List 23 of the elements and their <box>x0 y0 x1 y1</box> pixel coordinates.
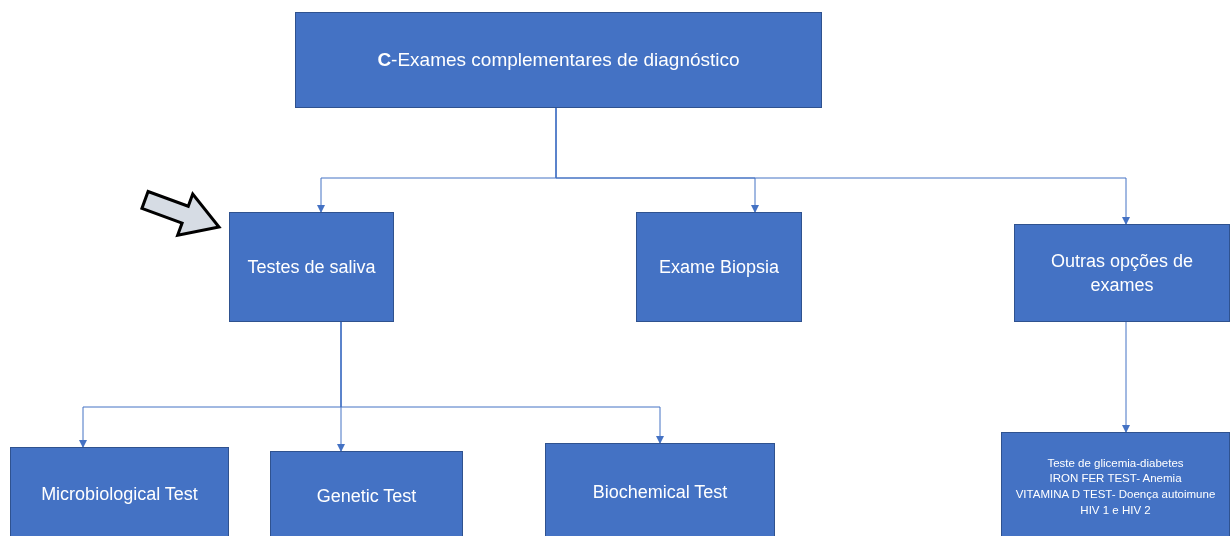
box-text: C-Exames complementares de diagnóstico <box>377 48 740 73</box>
box-text: IRON FER TEST- Anemia <box>1049 471 1182 487</box>
process-box <box>545 443 775 536</box>
process-box <box>229 212 394 322</box>
box-text: Biochemical Test <box>592 481 728 505</box>
process-box <box>295 12 822 108</box>
arrow <box>555 107 1130 225</box>
box-text: Genetic Test <box>316 485 417 509</box>
process-box <box>1001 432 1230 536</box>
process-box <box>1014 224 1230 322</box>
process-box <box>10 447 229 536</box>
box-text: VITAMINA D TEST- Doença autoimune <box>1015 487 1216 502</box>
box-text: Teste de glicemia-diabetes <box>1047 455 1184 471</box>
block-arrow <box>140 189 222 238</box>
box-text: Microbiological Test <box>41 483 198 507</box>
box-text: Outras opções de exames <box>1049 249 1195 297</box>
arrow <box>340 321 664 444</box>
process-box <box>636 212 802 322</box>
box-text: HIV 1 e HIV 2 <box>1080 502 1151 518</box>
process-box <box>270 451 463 536</box>
arrow <box>1122 321 1130 433</box>
box-text: Exame Biopsia <box>658 255 780 279</box>
box-text: Testes de saliva <box>247 255 376 279</box>
